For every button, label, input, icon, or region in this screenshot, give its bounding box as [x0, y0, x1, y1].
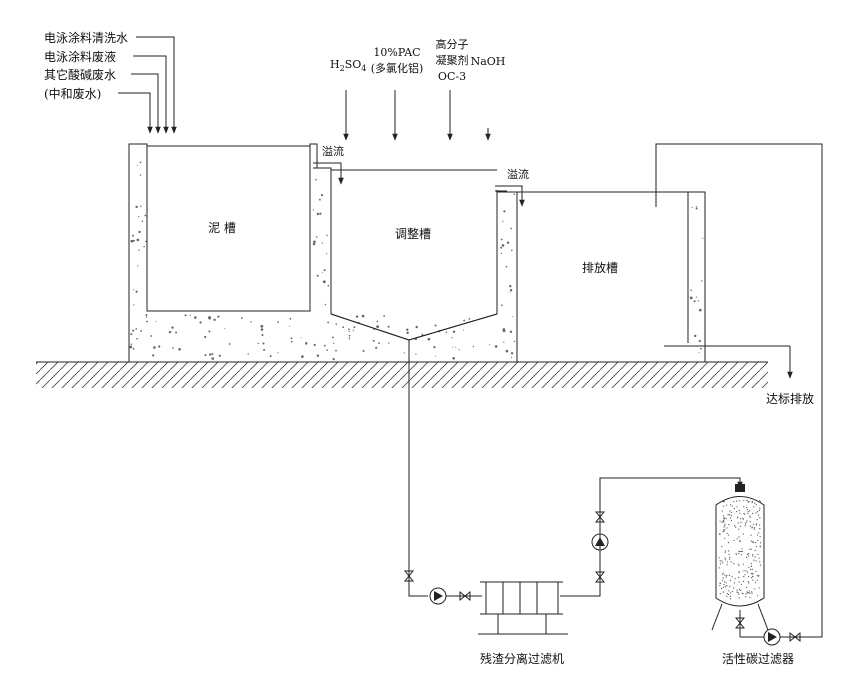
return-line: [655, 143, 823, 638]
chemical-dosing-lines: [343, 90, 491, 141]
valve-icon: [403, 570, 415, 582]
label-carbon-filter: 活性碳过滤器: [722, 652, 794, 666]
label-adjust-tank: 调整槽: [395, 226, 431, 241]
valve-icon: [459, 590, 471, 602]
inflow-lines: [118, 36, 177, 134]
label-waste-liquid: 电泳涂料废液: [44, 49, 116, 64]
label-polymer-2: 凝聚剂: [436, 53, 469, 67]
ground: [36, 361, 768, 388]
pump-icon: [591, 533, 609, 551]
discharge-tank: [517, 191, 793, 379]
concrete-foundation: [128, 143, 704, 363]
label-neutralized: (中和废水): [44, 86, 101, 101]
label-acid-alkali: 其它酸碱废水: [44, 67, 116, 82]
overflow-pipes: [313, 162, 525, 207]
valve-icon: [594, 571, 606, 583]
adjustment-tank: [330, 169, 498, 341]
valve-icon: [594, 511, 606, 523]
label-pac: 10%PAC: [373, 46, 420, 59]
label-filter-press: 残渣分离过滤机: [480, 651, 564, 666]
label-standard-discharge: 达标排放: [766, 391, 814, 406]
label-rinse-water: 电泳涂料清洗水: [44, 30, 128, 45]
label-overflow-1: 溢流: [322, 144, 344, 158]
label-naoh: NaOH: [471, 55, 506, 68]
label-sludge-tank: 泥 槽: [208, 221, 236, 235]
label-h2so4: H2SO4: [330, 58, 366, 73]
label-pac-name: (多氯化铝): [371, 61, 424, 75]
label-polymer-3: OC-3: [438, 70, 466, 83]
filter-press: [478, 477, 743, 635]
sludge-tank: [146, 145, 311, 312]
valve-icon: [734, 617, 746, 629]
label-discharge-tank: 排放槽: [582, 260, 618, 275]
label-overflow-2: 溢流: [507, 167, 529, 181]
valve-icon: [789, 631, 801, 643]
activated-carbon-filter: [711, 484, 802, 646]
label-polymer-1: 高分子: [436, 37, 469, 51]
sludge-line: [403, 340, 482, 605]
